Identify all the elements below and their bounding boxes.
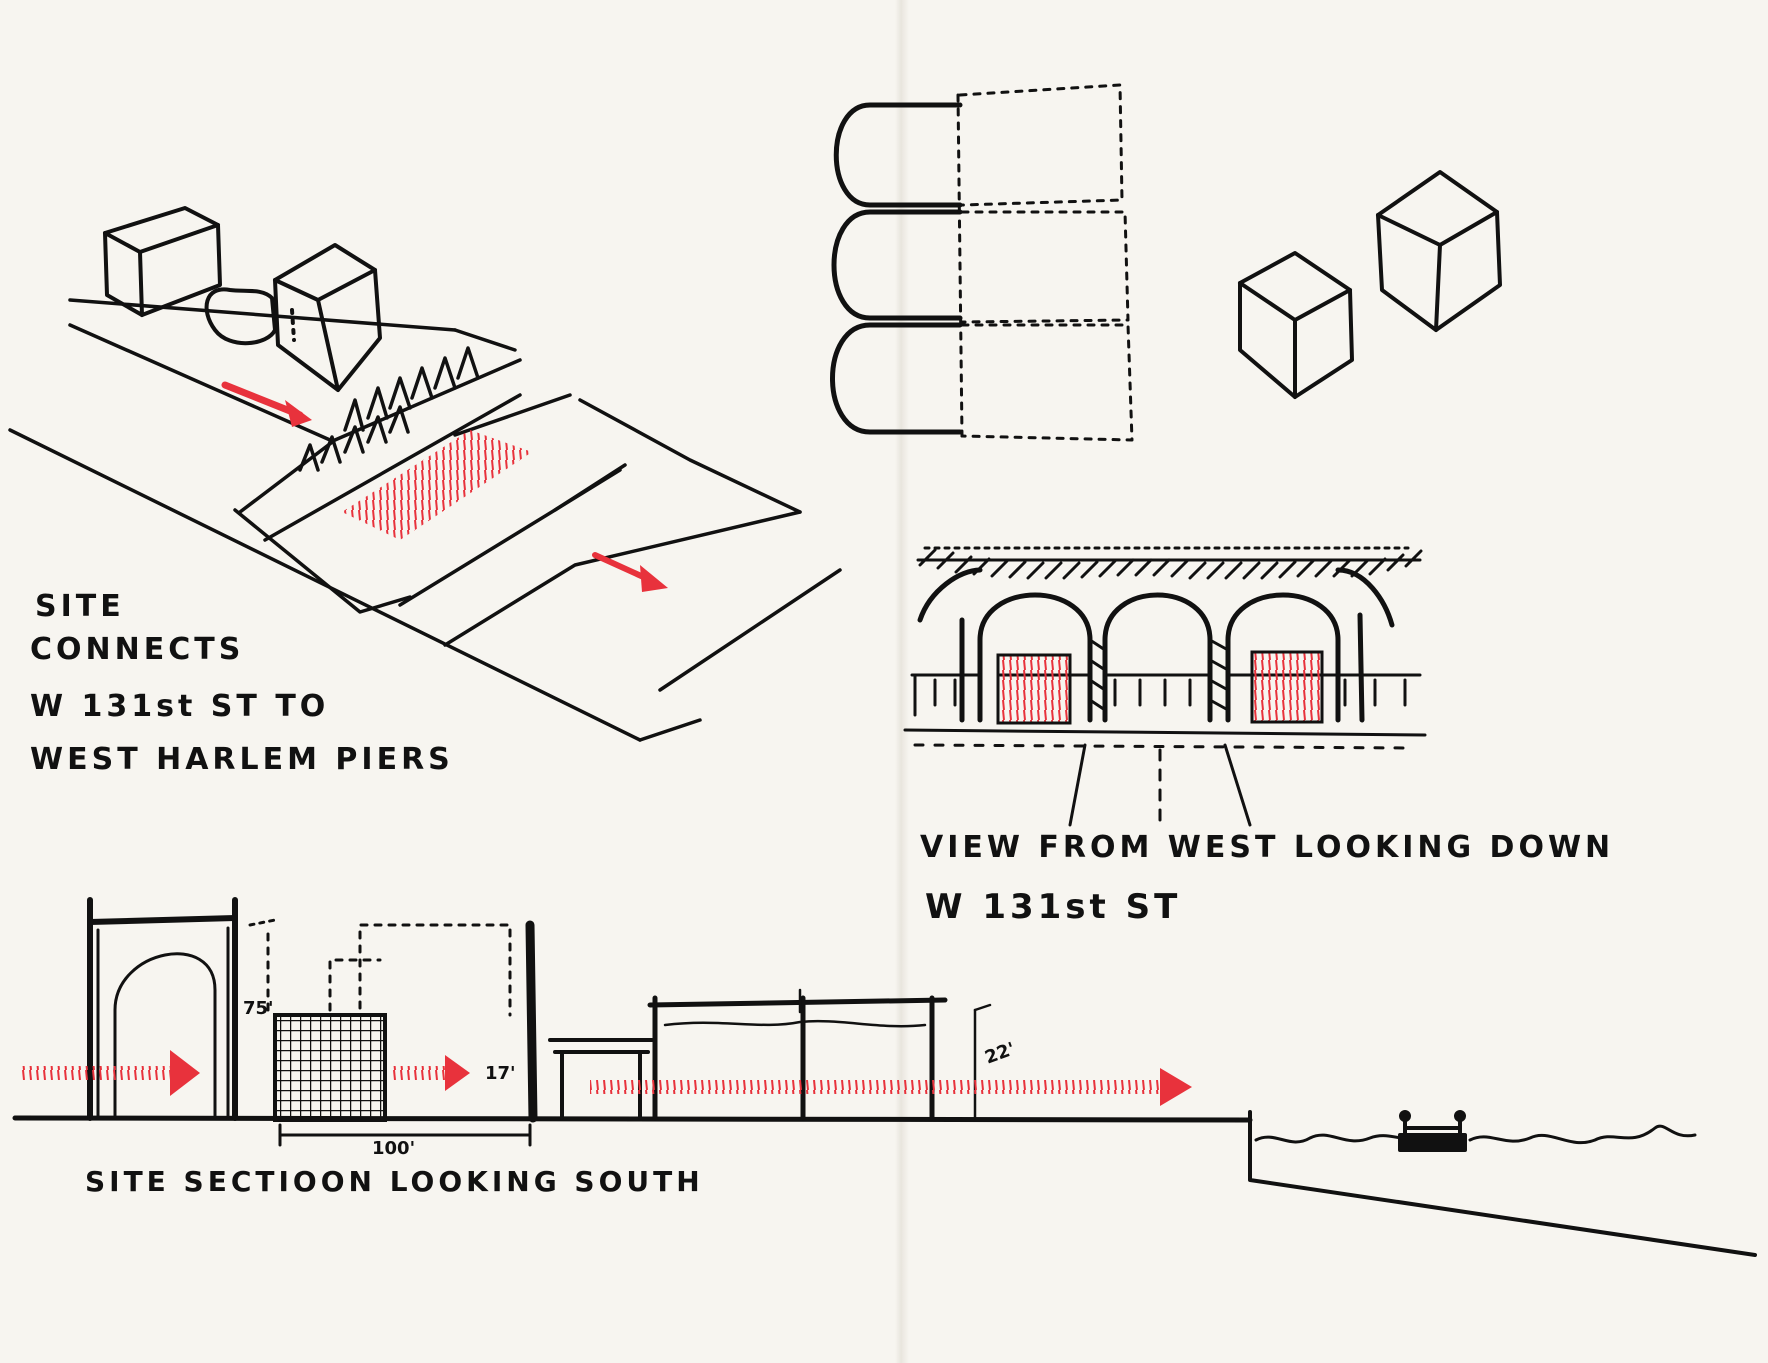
arcade-plan-sketch <box>830 83 1502 442</box>
dimension-height-b: 17' <box>485 1063 516 1084</box>
hatched-plaza <box>342 430 532 540</box>
canopy-structure <box>548 1038 654 1120</box>
red-door-right <box>1250 650 1324 724</box>
pavilion-structure <box>647 995 948 1121</box>
axonometric-site-sketch <box>8 206 842 742</box>
building-cube-1 <box>103 206 222 317</box>
width-dimension <box>278 1123 532 1147</box>
viaduct-arcade <box>298 346 480 472</box>
building-cube-2 <box>273 243 382 392</box>
plan-cube-2 <box>1376 170 1502 332</box>
blob-building <box>204 287 277 346</box>
dimension-height-a: 75' <box>243 998 274 1019</box>
plan-cube-1 <box>1238 251 1354 399</box>
dimension-width: 100' <box>372 1138 416 1159</box>
site-section-sketch <box>12 897 1757 1257</box>
view-from-west-sketch <box>903 546 1427 827</box>
view-caption-line-2: W 131st ST <box>925 887 1182 927</box>
pier-boat <box>1398 1110 1467 1152</box>
flow-arrows-axon <box>221 381 668 592</box>
site-connects-line-1: SITE <box>35 589 125 624</box>
viaduct-section <box>87 897 238 1121</box>
book-gutter <box>895 0 909 1363</box>
river-water <box>1254 1124 1697 1145</box>
section-caption: SITE SECTIOON LOOKING SOUTH <box>85 1165 704 1198</box>
site-connects-line-3: W 131st ST TO <box>30 689 330 724</box>
site-connects-line-2: CONNECTS <box>30 632 245 667</box>
hatched-building <box>273 1013 387 1122</box>
view-caption-line-1: VIEW FROM WEST LOOKING DOWN <box>920 830 1615 865</box>
site-connects-line-4: WEST HARLEM PIERS <box>30 742 454 777</box>
flow-arrows-section <box>20 1050 1192 1106</box>
red-door-left <box>996 653 1072 725</box>
site-plane <box>8 298 842 742</box>
